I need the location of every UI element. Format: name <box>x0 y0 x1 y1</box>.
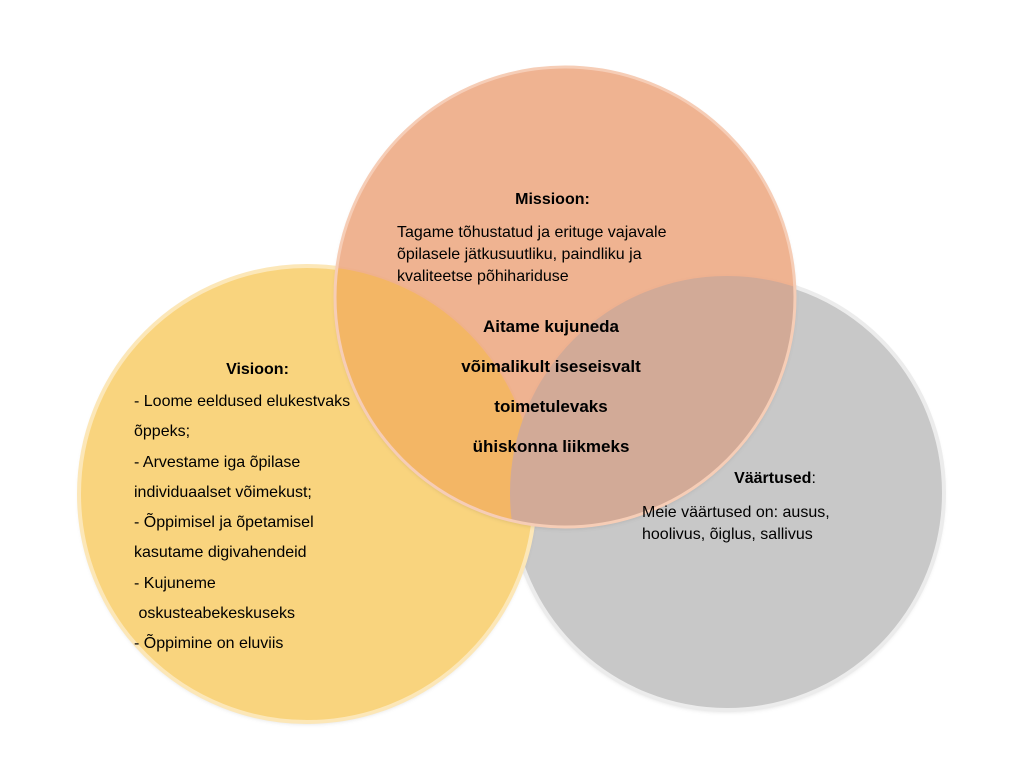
mission-title: Missioon: <box>515 191 590 208</box>
mission-line: kvaliteetse põhihariduse <box>397 268 569 285</box>
mission-text: Tagame tõhustatud ja erituge vajavale õp… <box>397 222 727 288</box>
mission-line: õpilasele jätkusuutliku, paindliku ja <box>397 246 642 263</box>
vision-line: kasutame digivahendeid <box>134 544 307 562</box>
vision-line: - Loome eeldused elukestvaks <box>134 393 351 410</box>
center-line: ühiskonna liikmeks <box>472 437 630 456</box>
mission-circle-rim <box>333 65 797 529</box>
values-title: Väärtused: <box>690 468 860 490</box>
vision-line: individuaalset võimekust; <box>134 483 312 501</box>
vision-text: - Loome eeldused elukestvaks õppeks; - A… <box>134 391 404 664</box>
vision-line: õppeks; <box>134 423 191 441</box>
values-title-label: Väärtused <box>734 470 812 487</box>
vision-title: Visioon: <box>226 361 289 378</box>
center-line: toimetulevaks <box>494 397 608 416</box>
vision-line: - Kujuneme <box>134 574 216 592</box>
values-title-colon: : <box>811 470 816 487</box>
vision-line: oskusteabekeskuseks <box>134 605 295 623</box>
vision-line: - Õppimisel ja õpetamisel <box>134 514 314 532</box>
values-line: hoolivus, õiglus, sallivus <box>642 526 813 543</box>
center-line: Aitame kujuneda <box>482 317 620 336</box>
vision-line: - Arvestame iga õpilase <box>134 453 301 471</box>
values-text: Meie väärtused on: ausus, hoolivus, õigl… <box>642 502 902 546</box>
vision-line: - Õppimine on eluviis <box>134 635 284 653</box>
center-line: võimalikult iseseisvalt <box>461 357 641 376</box>
mission-line: Tagame tõhustatud ja erituge vajavale <box>397 224 667 241</box>
values-line: Meie väärtused on: ausus, <box>642 504 830 521</box>
center-statement: Aitame kujuneda võimalikult iseseisvalt … <box>420 314 682 474</box>
overlap-mission-vision <box>335 266 535 527</box>
